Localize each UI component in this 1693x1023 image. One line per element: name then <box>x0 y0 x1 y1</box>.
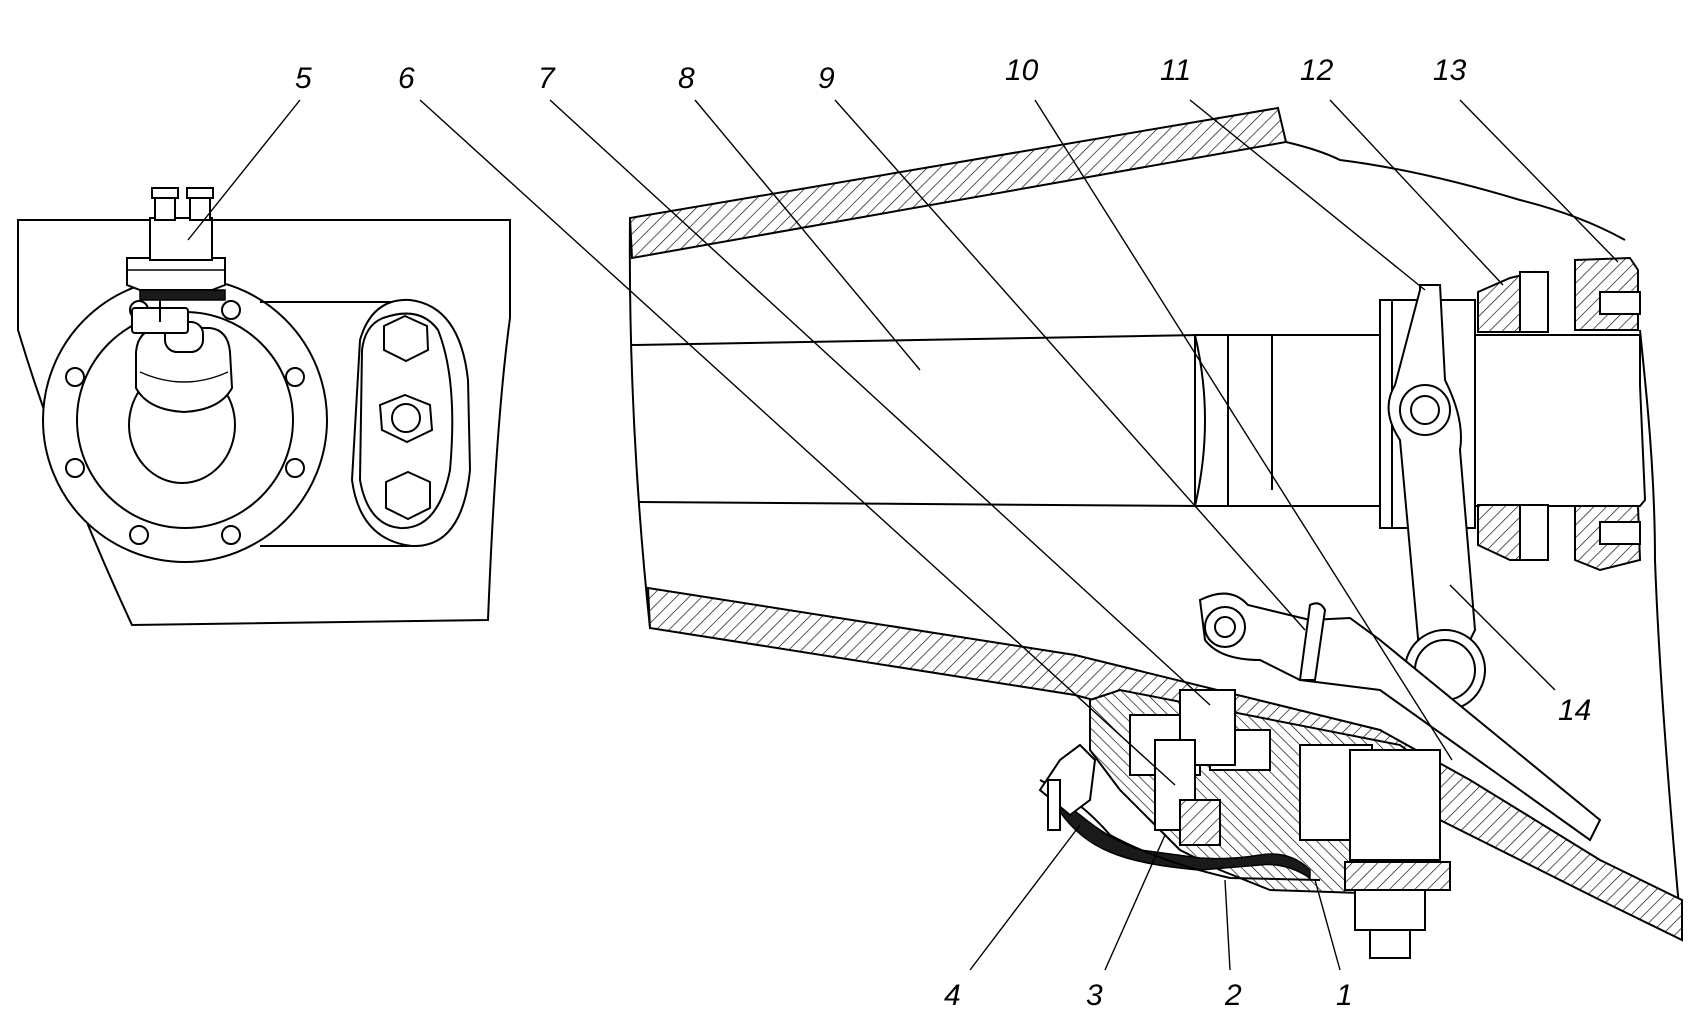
housing-outline-right <box>1285 141 1683 941</box>
callout-10: 10 <box>1005 54 1039 87</box>
side-view-detail <box>17 187 511 627</box>
sensor-5 <box>126 187 226 334</box>
rocker-arm <box>1198 592 1602 842</box>
callout-13: 13 <box>1433 54 1467 87</box>
bore-top-line <box>631 334 1201 346</box>
housing-left-edge <box>628 217 651 629</box>
main-section-view <box>628 106 1683 959</box>
bore-bottom-line <box>637 501 1201 507</box>
callout-3: 3 <box>1086 979 1103 1012</box>
callout-12: 12 <box>1300 54 1334 87</box>
clamp-plate <box>260 301 410 547</box>
callout-2: 2 <box>1224 979 1242 1012</box>
callout-8: 8 <box>678 62 695 95</box>
adjusting-nut <box>1344 861 1451 891</box>
callout-5: 5 <box>295 62 312 95</box>
leader-lines <box>187 99 1619 971</box>
clamp-inner <box>358 312 454 530</box>
fork-pivot <box>1399 384 1451 436</box>
callout-7: 7 <box>538 62 556 95</box>
callout-1: 1 <box>1336 979 1353 1012</box>
callout-labels: 1 2 3 4 5 6 7 8 9 10 11 12 13 14 <box>295 54 1591 1012</box>
callout-14: 14 <box>1558 694 1591 727</box>
rocker-pin <box>1204 606 1246 648</box>
upper-wall <box>628 106 1288 260</box>
hex-nut-middle <box>378 393 434 444</box>
callout-6: 6 <box>398 62 415 95</box>
flange-bolt-holes <box>65 300 305 545</box>
callout-4: 4 <box>944 979 961 1012</box>
callout-11: 11 <box>1160 54 1191 87</box>
callout-9: 9 <box>818 62 835 95</box>
hex-nut-top <box>383 314 430 363</box>
hex-nut-bottom <box>385 470 431 521</box>
